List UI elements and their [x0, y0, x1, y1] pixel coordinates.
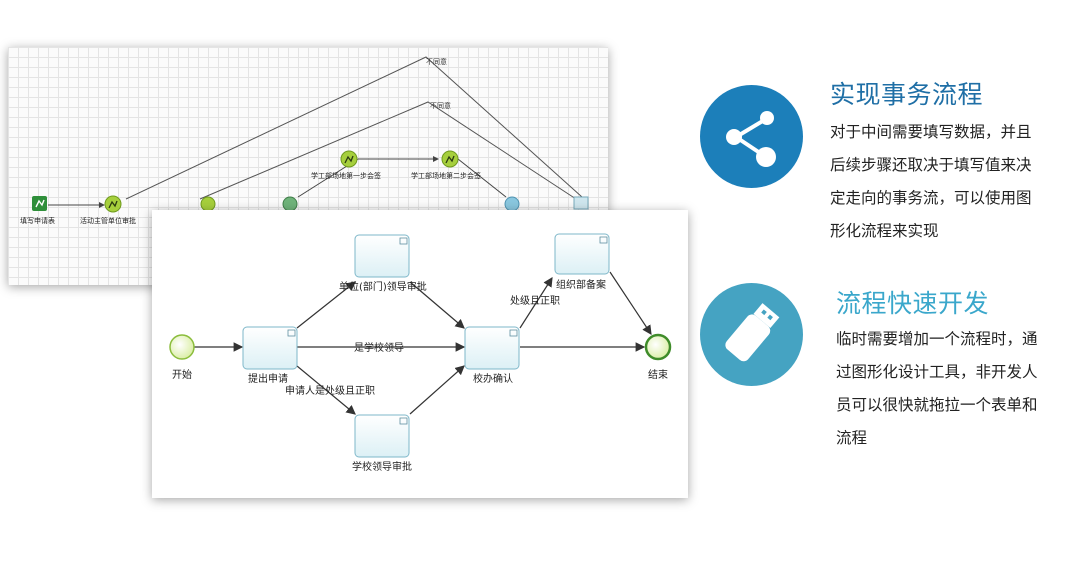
- feature-desc-2-line: 流程: [836, 429, 868, 447]
- node-partial-3: [504, 196, 520, 212]
- feature-desc-1-line: 定走向的事务流，可以使用图: [830, 189, 1032, 207]
- feature-title-1: 实现事务流程: [830, 80, 984, 109]
- edge-dept-confirm: [409, 281, 465, 329]
- user-task-icon: [399, 417, 408, 425]
- workflow-designer-screenshot: 是学校领导 申请人是处级且正职 处级且正职 开始 结束 提出申请 单位(部门)领…: [152, 210, 688, 498]
- edge-apply-school: [296, 365, 356, 415]
- edge-label-reject-1: 不同意: [426, 57, 447, 66]
- feature-circle-1: [700, 85, 803, 188]
- edge-school-confirm: [409, 365, 465, 415]
- node-partial-1: [200, 196, 216, 212]
- legacy-workflow-screenshot: 不同意 不同意 填写申请表 活动主管单位审批 学工部场地第一步会签: [8, 47, 608, 285]
- node-sign-2: 学工部场地第二步会签: [411, 150, 481, 180]
- feature-desc-2: 临时需要增加一个流程时，通 过图形化设计工具，非开发人 员可以很快就拖拉一个表单…: [836, 323, 1066, 455]
- edge-label-applicant-level: 申请人是处级且正职: [285, 384, 375, 397]
- node-review-label: 活动主管单位审批: [80, 216, 136, 225]
- node-sign1-label: 学工部场地第一步会签: [311, 171, 381, 180]
- start-event: 开始: [169, 334, 195, 381]
- user-task-icon: [287, 329, 296, 337]
- task-school-approve: 学校领导审批: [352, 414, 412, 473]
- node-partial-2: [282, 196, 298, 212]
- usb-drive-icon: [725, 303, 780, 362]
- edge-org-end: [609, 271, 652, 336]
- workflow-diagram: 是学校领导 申请人是处级且正职 处级且正职 开始 结束 提出申请 单位(部门)领…: [169, 233, 672, 473]
- node-fill-label: 填写申请表: [20, 216, 55, 225]
- task-confirm-label: 校办确认: [473, 372, 513, 385]
- user-task-icon: [599, 236, 608, 244]
- node-fill-form: 填写申请表: [20, 196, 55, 225]
- task-confirm: 校办确认: [464, 326, 520, 385]
- share-icon: [726, 111, 776, 167]
- edge-label-reject-2: 不同意: [430, 101, 451, 110]
- feature-desc-2-line: 过图形化设计工具，非开发人: [836, 363, 1038, 381]
- task-org-record: 组织部备案: [554, 233, 610, 291]
- feature-title-2: 流程快速开发: [836, 289, 990, 318]
- edge-apply-dept: [296, 281, 356, 329]
- user-task-icon: [509, 329, 518, 337]
- node-sign2-label: 学工部场地第二步会签: [411, 171, 481, 180]
- feature-desc-2-line: 员可以很快就拖拉一个表单和: [836, 396, 1038, 414]
- feature-desc-1: 对于中间需要填写数据，并且 后续步骤还取决于填写值来决 定走向的事务流，可以使用…: [830, 116, 1060, 248]
- task-dept-label: 单位(部门)领导审批: [339, 280, 427, 293]
- user-task-icon: [399, 237, 408, 245]
- feature-circle-2: [700, 283, 803, 386]
- feature-desc-2-line: 临时需要增加一个流程时，通: [836, 330, 1038, 348]
- feature-desc-1-line: 对于中间需要填写数据，并且: [830, 123, 1032, 141]
- reject-edge-inner: [199, 101, 577, 200]
- node-sign-1: 学工部场地第一步会签: [311, 150, 381, 180]
- feature-desc-1-line: 形化流程来实现: [830, 222, 939, 240]
- reject-edge-outer: [125, 56, 583, 200]
- node-review: 活动主管单位审批: [80, 195, 136, 225]
- edge-label-level-main: 处级且正职: [510, 295, 560, 307]
- task-dept-approve: 单位(部门)领导审批: [339, 234, 427, 293]
- task-apply: 提出申请: [242, 326, 298, 385]
- edge-confirm-org: [519, 276, 553, 329]
- end-label: 结束: [648, 368, 668, 381]
- task-apply-label: 提出申请: [248, 372, 288, 385]
- task-school-label: 学校领导审批: [352, 460, 412, 473]
- start-label: 开始: [172, 368, 192, 381]
- node-partial-4: [573, 196, 589, 210]
- task-org-label: 组织部备案: [556, 278, 606, 291]
- end-event: 结束: [644, 333, 672, 381]
- feature-desc-1-line: 后续步骤还取决于填写值来决: [830, 156, 1032, 174]
- edge-label-school-leader: 是学校领导: [354, 341, 404, 354]
